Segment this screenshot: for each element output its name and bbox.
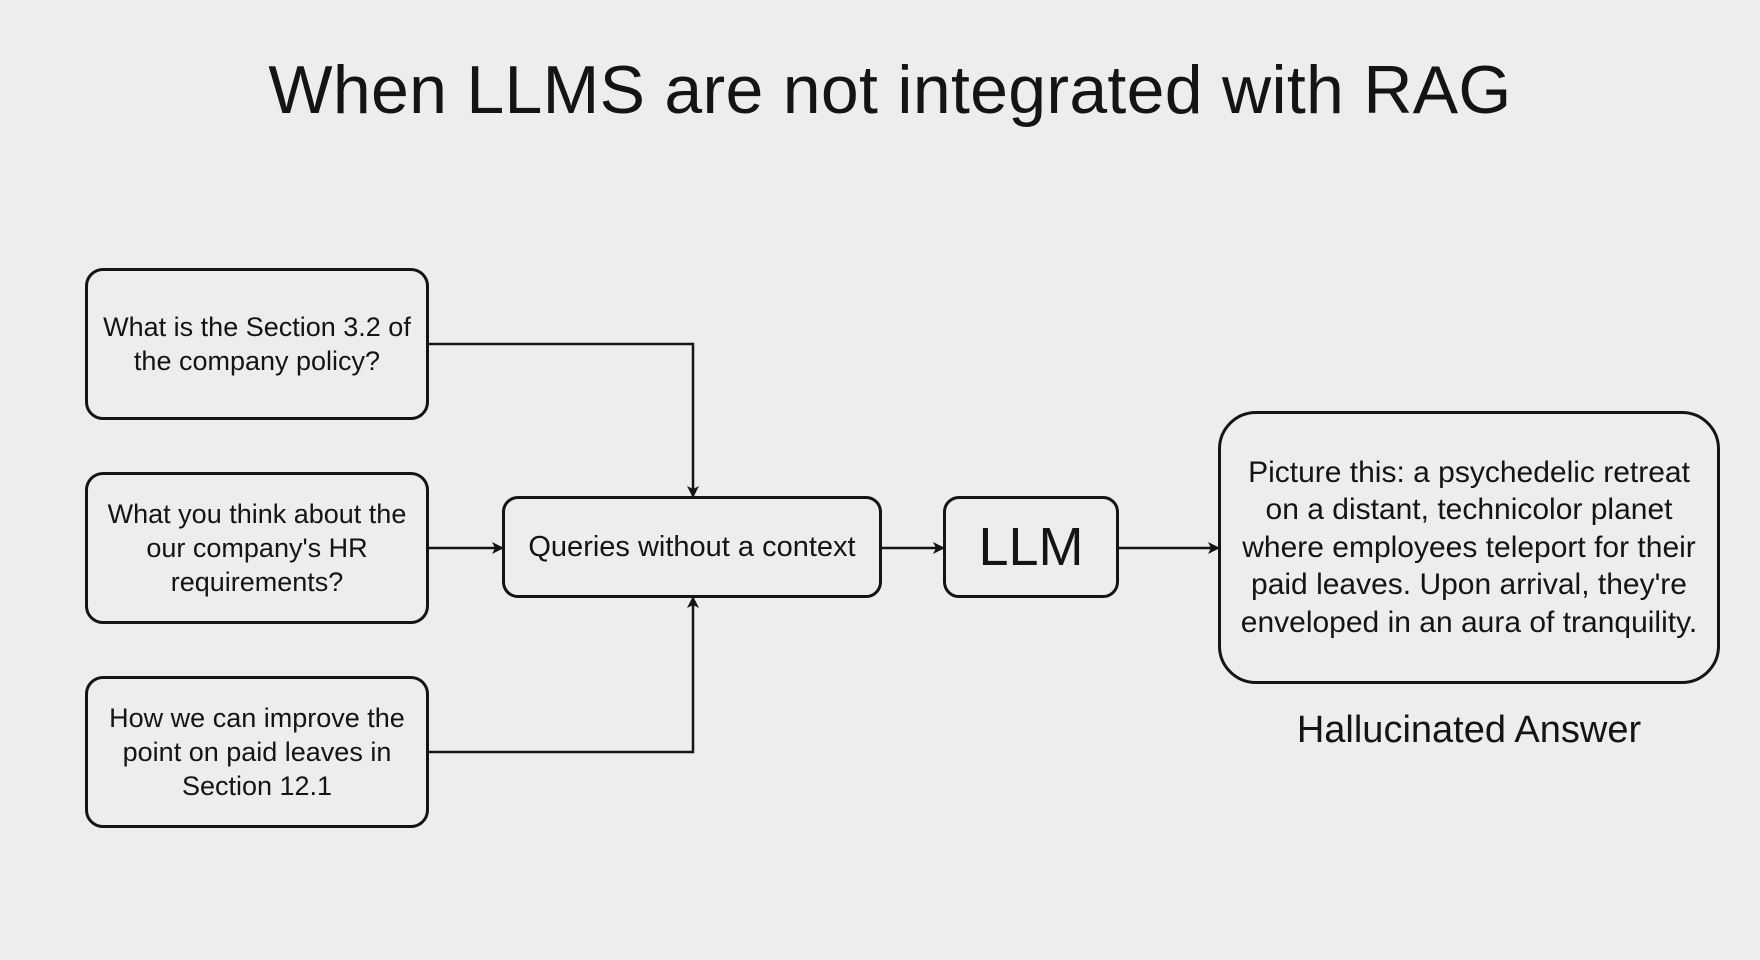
query-node-1: What is the Section 3.2 of the company p… — [85, 268, 429, 420]
query-node-2: What you think about the our company's H… — [85, 472, 429, 624]
queries-without-context-node: Queries without a context — [502, 496, 882, 598]
edge-query-3-to-center — [429, 596, 699, 754]
query-node-3-text: How we can improve the point on paid lea… — [109, 703, 405, 801]
llm-node-text: LLM — [978, 517, 1084, 577]
query-node-3: How we can improve the point on paid lea… — [85, 676, 429, 828]
edge-query-1-to-center — [429, 342, 699, 498]
answer-node: Picture this: a psychedelic retreat on a… — [1218, 411, 1720, 684]
query-node-1-text: What is the Section 3.2 of the company p… — [103, 312, 411, 376]
diagram-title: When LLMS are not integrated with RAG — [268, 52, 1512, 128]
answer-node-text: Picture this: a psychedelic retreat on a… — [1240, 455, 1698, 639]
query-node-2-text: What you think about the our company's H… — [107, 499, 407, 597]
answer-label: Hallucinated Answer — [1296, 709, 1642, 751]
llm-node: LLM — [943, 496, 1119, 598]
queries-without-context-text: Queries without a context — [528, 531, 856, 563]
